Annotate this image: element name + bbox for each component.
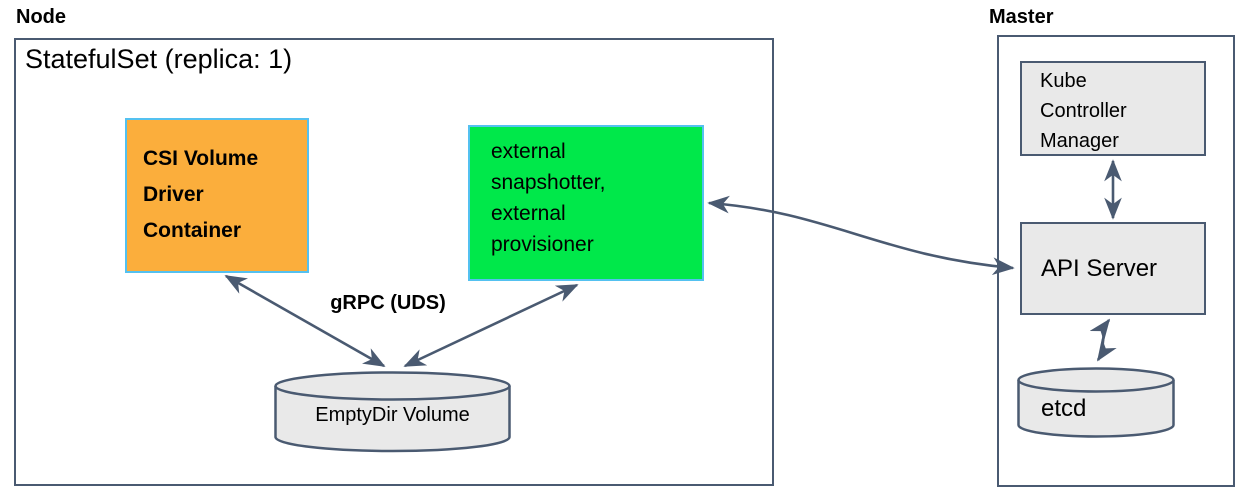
emptydir-volume-label: EmptyDir Volume xyxy=(315,404,470,426)
csi-volume-driver-container-box: CSI Volume Driver Container xyxy=(125,118,309,273)
api-server-box: API Server xyxy=(1020,222,1206,315)
kube-controller-manager-box: Kube Controller Manager xyxy=(1020,61,1206,156)
grpc-uds-label: gRPC (UDS) xyxy=(330,292,446,314)
statefulset-title: StatefulSet (replica: 1) xyxy=(25,44,293,74)
master-label: Master xyxy=(989,6,1054,28)
kube-controller-manager-label: Kube Controller Manager xyxy=(1040,70,1127,152)
external-snapshotter-provisioner-label: external snapshotter, external provision… xyxy=(491,140,606,256)
csi-volume-driver-container-label: CSI Volume Driver Container xyxy=(143,147,259,242)
node-label: Node xyxy=(16,6,66,28)
api-server-label: API Server xyxy=(1041,254,1158,282)
etcd-cylinder xyxy=(1017,367,1175,438)
external-snapshotter-provisioner-box: external snapshotter, external provision… xyxy=(468,125,704,281)
etcd-label: etcd xyxy=(1041,395,1087,422)
emptydir-volume-cylinder xyxy=(274,371,511,453)
